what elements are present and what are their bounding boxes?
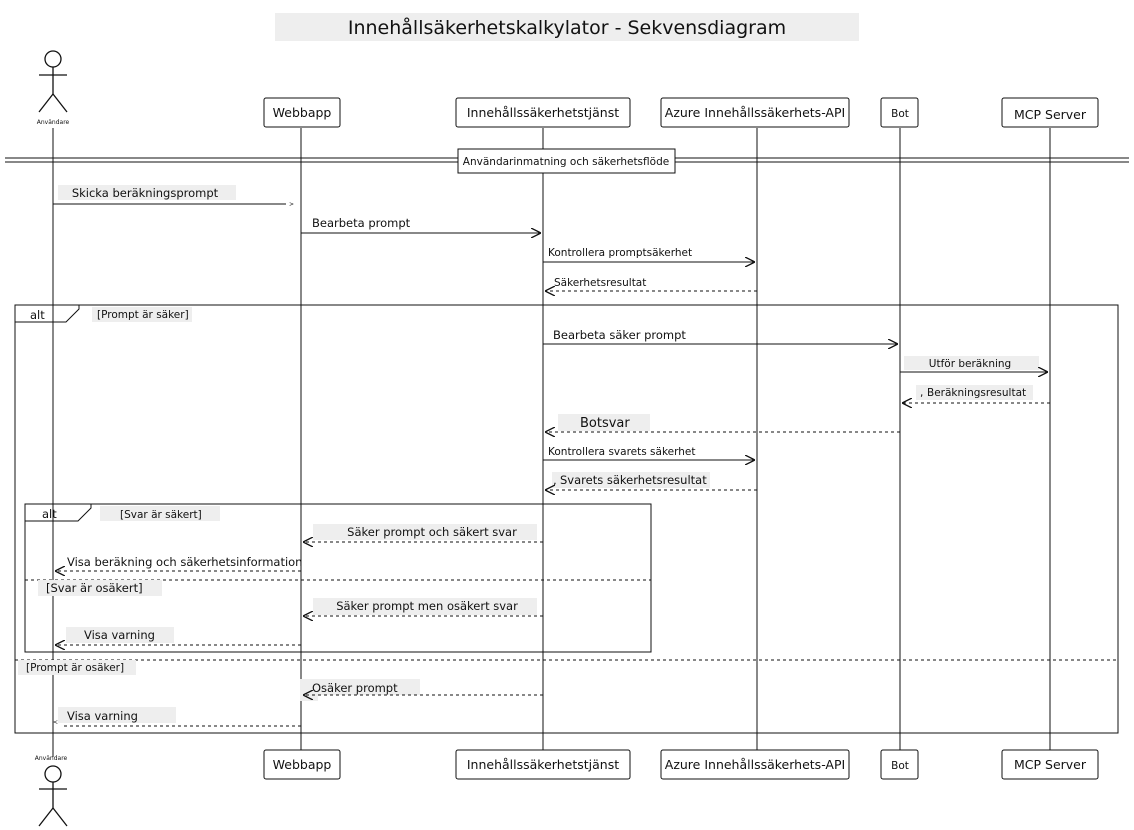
participant-mcp-label-bottom: MCP Server [1014,757,1087,772]
svg-text:Visa beräkning och säkerhetsin: Visa beräkning och säkerhetsinformation [67,555,302,569]
message-13: Säker prompt men osäkert svar [303,598,543,616]
message-10: , Svarets säkerhetsresultat [545,472,757,490]
svg-text:>: > [289,201,294,208]
participant-bot-label: Bot [891,108,909,120]
participant-webapp-label-bottom: Webbapp [273,757,332,772]
svg-text:Botsvar: Botsvar [580,416,630,431]
message-14: Visa varning [55,627,301,645]
svg-text:,: , [553,473,557,487]
alt-inner-guard-1: [Svar är säkert] [120,509,202,521]
svg-text:Visa varning: Visa varning [84,628,155,642]
participant-azure-bottom: Azure Innehållssäkerhets-API [660,749,850,780]
participant-service-label-bottom: Innehållssäkerhetstjänst [467,757,619,772]
message-2: Bearbeta prompt [301,216,541,233]
participant-service-bottom: Innehållssäkerhetstjänst [455,749,631,780]
participant-mcp-top: MCP Server [1001,97,1099,128]
svg-text:Bearbeta prompt: Bearbeta prompt [312,216,411,230]
svg-text:Visa varning: Visa varning [67,709,138,723]
participant-azure-label-bottom: Azure Innehållssäkerhets-API [665,757,845,772]
svg-text:Osäker prompt: Osäker prompt [312,681,398,695]
message-8: Botsvar [545,414,900,432]
section-divider: Användarinmatning och säkerhetsflöde [5,148,1129,174]
message-7: , Beräkningsresultat [902,385,1050,403]
svg-text:Kontrollera svarets säkerhet: Kontrollera svarets säkerhet [548,446,695,458]
lifelines [52,128,1051,757]
participant-service-top: Innehållssäkerhetstjänst [455,97,631,128]
svg-text:Bearbeta säker prompt: Bearbeta säker prompt [553,328,686,342]
actor-user-label-top: Användare [37,119,70,126]
svg-text:Säker prompt och säkert svar: Säker prompt och säkert svar [347,525,517,539]
svg-text:Säkerhetsresultat: Säkerhetsresultat [554,277,646,289]
svg-text:<: < [53,719,58,726]
participant-bot-label-bottom: Bot [891,760,909,772]
message-5: Bearbeta säker prompt [543,328,898,344]
participant-bot-bottom: Bot [880,749,919,780]
message-11: Säker prompt och säkert svar [303,524,543,542]
svg-text:Skicka beräkningsprompt: Skicka beräkningsprompt [72,186,219,200]
svg-text:Säker prompt men osäkert svar: Säker prompt men osäkert svar [336,599,518,613]
actor-user-bottom [38,765,68,827]
alt-fragment-inner: alt [Svar är säkert] [Svar är osäkert] [24,503,652,653]
actor-user-top [38,50,68,113]
message-1: Skicka beräkningsprompt > [53,185,294,208]
title-background [275,13,859,41]
message-9: Kontrollera svarets säkerhet [543,446,755,460]
participant-mcp-label: MCP Server [1014,107,1087,122]
participant-azure-label: Azure Innehållssäkerhets-API [665,105,845,120]
svg-text:,: , [920,387,923,399]
alt-outer-guard-1: [Prompt är säker] [97,309,189,321]
participant-service-label: Innehållssäkerhetstjänst [467,105,619,120]
message-3: Kontrollera promptsäkerhet [543,247,755,262]
participant-webapp-top: Webbapp [263,97,341,128]
alt-outer-keyword: alt [30,308,45,322]
message-15: Osäker prompt [300,679,543,701]
participant-mcp-bottom: MCP Server [1001,749,1099,780]
alt-fragment-outer: alt [Prompt är säker] [Prompt är osäker] [14,304,1119,734]
svg-text:Beräkningsresultat: Beräkningsresultat [927,387,1026,399]
message-16: Visa varning < [53,707,301,727]
alt-inner-guard-2: [Svar är osäkert] [46,581,143,595]
alt-outer-guard-2: [Prompt är osäker] [26,662,124,674]
message-6: Utför beräkning [900,356,1048,372]
svg-text:Svarets säkerhetsresultat: Svarets säkerhetsresultat [560,473,707,487]
svg-text:Utför beräkning: Utför beräkning [929,358,1011,370]
diagram-title: Innehållsäkerhetskalkylator - Sekvensdia… [348,16,786,39]
message-12: Visa beräkning och säkerhetsinformation [55,555,302,571]
message-4: Säkerhetsresultat [545,277,757,291]
participant-bot-top: Bot [880,97,919,128]
participant-webapp-bottom: Webbapp [263,749,341,780]
svg-text:Kontrollera promptsäkerhet: Kontrollera promptsäkerhet [548,247,692,259]
participant-webapp-label: Webbapp [273,105,332,120]
actor-user-label-bottom: Användare [35,755,68,762]
participant-azure-top: Azure Innehållssäkerhets-API [660,97,850,128]
alt-inner-keyword: alt [42,507,57,521]
divider-label: Användarinmatning och säkerhetsflöde [463,156,669,168]
